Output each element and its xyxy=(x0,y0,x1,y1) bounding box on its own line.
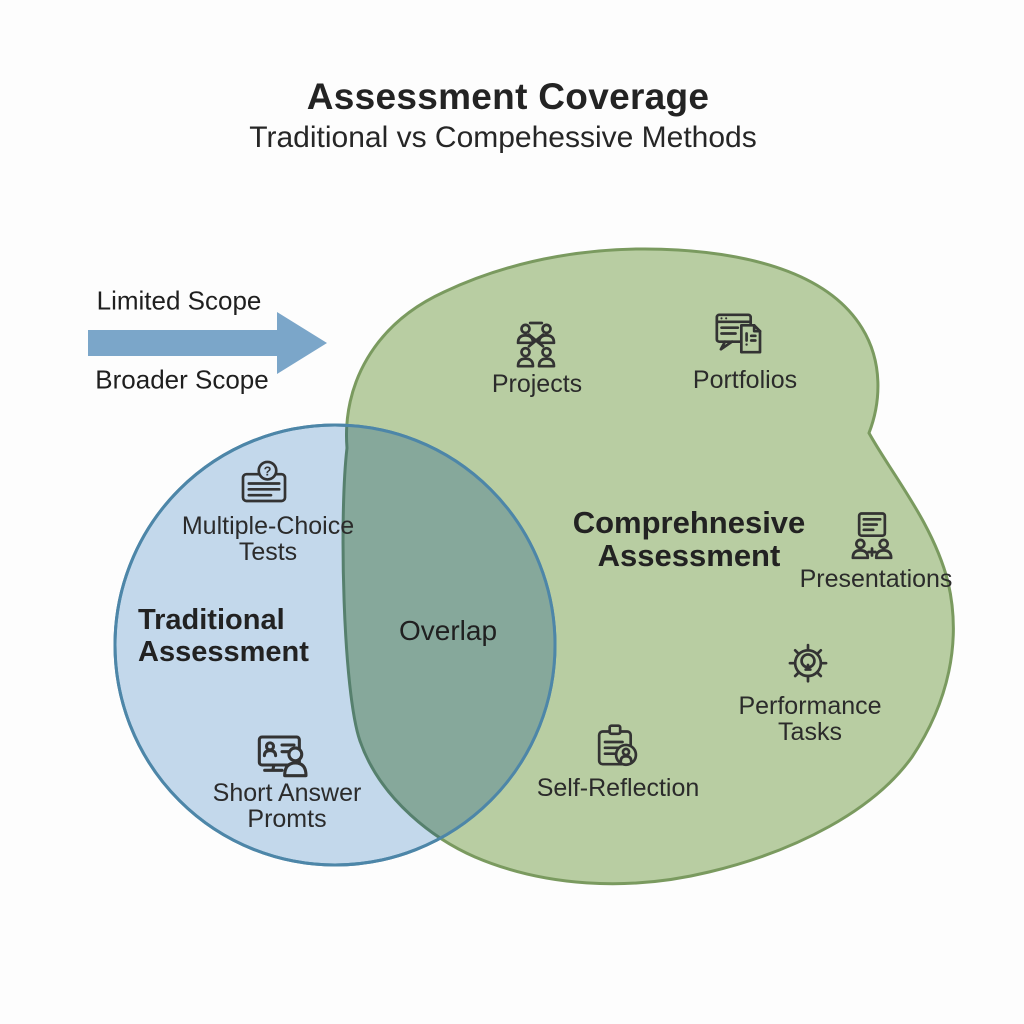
item-label-projects: Projects xyxy=(491,370,583,398)
blob-edge-in-overlap xyxy=(341,425,555,865)
limited-scope-label: Limited Scope xyxy=(96,285,262,316)
traditional-heading-line2: Assessment xyxy=(138,636,309,668)
item-label-short-answer-promts: Short Answer Promts xyxy=(212,779,362,833)
monitor-person-icon xyxy=(257,735,308,778)
overlap-region xyxy=(343,425,555,865)
board-presenters-icon xyxy=(851,512,893,560)
broader-scope-label: Broader Scope xyxy=(95,364,269,395)
item-label-presentations: Presentations xyxy=(799,565,953,593)
traditional-heading-line1: Traditional xyxy=(138,604,285,636)
traditional-assessment-heading: Traditional Assessment xyxy=(138,604,309,668)
comprehensive-heading-line1: Comprehnesive xyxy=(572,505,806,540)
overlap-label: Overlap xyxy=(398,615,498,646)
scope-arrow xyxy=(88,312,327,374)
page-subtitle: Traditional vs Compehessive Methods xyxy=(249,121,757,154)
item-label-self-reflection: Self-Reflection xyxy=(536,774,700,802)
team-collaboration-icon xyxy=(516,321,556,368)
comprehensive-assessment-heading: Comprehnesive Assessment xyxy=(573,506,806,572)
item-label-portfolios: Portfolios xyxy=(692,366,798,394)
window-chat-document-icon xyxy=(715,313,762,354)
page-title: Assessment Coverage xyxy=(306,76,710,117)
item-label-multiple-choice-tests: Multiple-Choice Tests xyxy=(181,512,355,566)
gear-lightbulb-icon xyxy=(788,643,828,683)
svg-text:?: ? xyxy=(264,463,272,478)
item-label-performance-tasks: Performance Tasks xyxy=(738,692,882,746)
clipboard-person-icon xyxy=(597,724,638,767)
traditional-circle-outline xyxy=(113,423,557,867)
comprehensive-heading-line2: Assessment xyxy=(597,538,781,573)
question-card-icon: ? xyxy=(241,460,287,503)
